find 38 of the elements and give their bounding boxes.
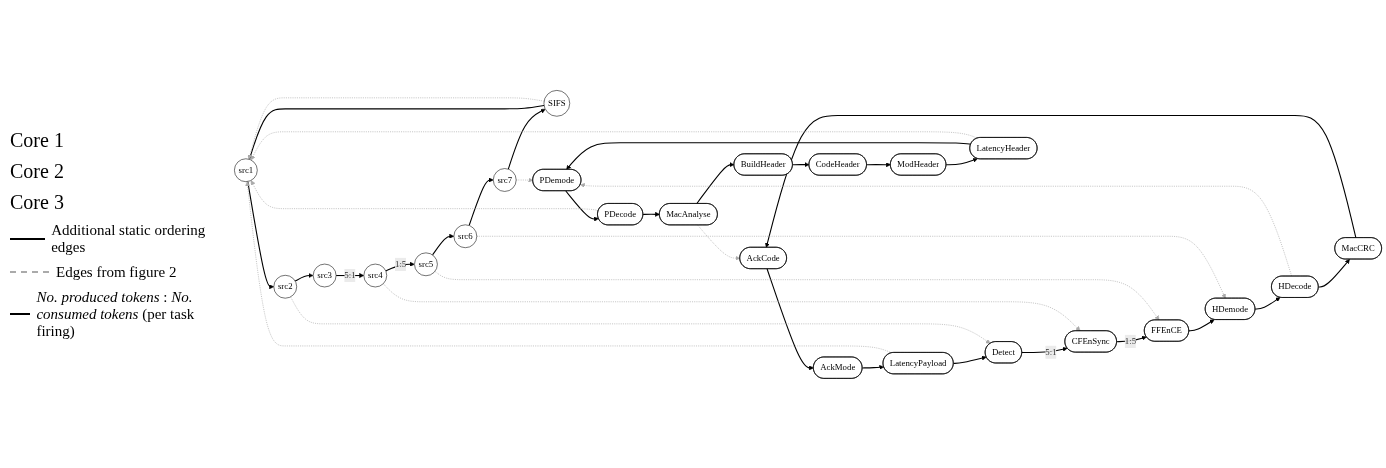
arrow [1188,319,1215,331]
arrow [642,211,660,217]
row-label: Core 1 [10,128,65,152]
arrow [385,261,415,272]
edge-label: 5:1 [344,270,356,280]
arrow [953,355,987,364]
node-circle: src7 [493,167,517,192]
node-circle: src6 [453,224,478,248]
arrow [431,233,455,256]
edge-label: 1:5 [395,258,407,269]
arrow [945,157,978,165]
arrow [696,161,735,204]
node-circle: src3 [312,263,337,287]
legend-text: Additional static ordering edges [51,221,207,256]
row-label: Core 3 [10,190,65,214]
arrow [861,364,885,370]
node-circle: src1 [234,158,258,182]
arrow [792,161,810,167]
arrow [766,268,814,370]
edge-label: 5:1 [1045,346,1057,357]
arrow [1254,296,1281,310]
node-circle: SIFS [543,89,571,117]
edge-label: 1:5 [1124,336,1137,346]
arrow [765,114,1357,248]
arrow [1318,258,1350,288]
legend-text: Edges from figure 2 [56,263,177,281]
arrow [566,141,972,170]
arrow [468,177,494,226]
arrow [294,272,314,282]
arrow [1116,335,1147,342]
row-label: Core 2 [10,159,65,183]
arrow [565,190,599,222]
node-circle: src2 [273,274,297,299]
legend-text: No. produced tokens : No. consumed tokens (per task firing) [36,288,196,340]
node-circle: src4 [363,263,388,287]
node-circle: src5 [414,252,438,276]
arrow [507,108,546,170]
arrow [866,161,891,167]
